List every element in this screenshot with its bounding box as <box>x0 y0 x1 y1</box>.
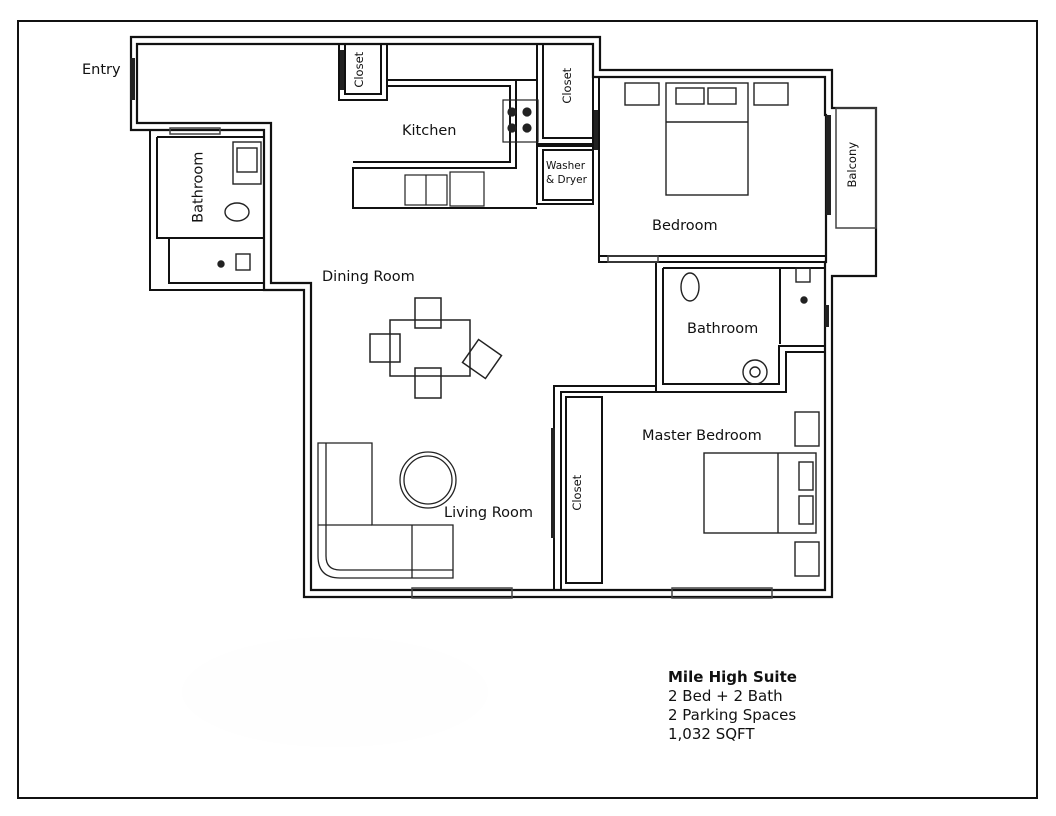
room-label-bedroom: Bedroom <box>652 218 718 234</box>
room-label-living-room: Living Room <box>444 505 534 521</box>
bathroom-fixtures <box>217 141 811 385</box>
room-label-master-bedroom: Master Bedroom <box>642 428 762 444</box>
room-label-bathroom-2: Bathroom <box>687 321 759 337</box>
windows-doors <box>130 50 831 538</box>
room-label-closet-hall: Closet <box>560 67 575 104</box>
kitchen-appliances <box>404 99 539 207</box>
plan-legend: Mile High Suite 2 Bed + 2 Bath 2 Parking… <box>668 668 797 744</box>
dining-table <box>369 297 503 399</box>
page-border <box>17 20 1038 799</box>
legend-title: Mile High Suite <box>668 668 797 686</box>
room-label-closet-master: Closet <box>570 474 585 511</box>
room-label-entry: Entry <box>82 62 121 78</box>
room-label-balcony: Balcony <box>845 141 860 188</box>
room-label-washer: Washer <box>546 160 586 172</box>
room-label-dining-room: Dining Room <box>322 269 415 285</box>
bedroom-furniture <box>624 82 789 196</box>
living-room-furniture <box>317 442 457 579</box>
room-label-closet-entry: Closet <box>352 51 367 88</box>
legend-sqft: 1,032 SQFT <box>668 725 755 743</box>
window-sills <box>169 107 877 599</box>
legend-bed-bath: 2 Bed + 2 Bath <box>668 687 783 705</box>
room-label-kitchen: Kitchen <box>402 123 457 139</box>
room-label-dryer: & Dryer <box>546 174 587 186</box>
master-bedroom-furniture <box>703 411 820 577</box>
blank-ellipse <box>182 637 488 747</box>
room-label-bathroom-1: Bathroom <box>190 151 207 223</box>
legend-parking: 2 Parking Spaces <box>668 706 797 724</box>
